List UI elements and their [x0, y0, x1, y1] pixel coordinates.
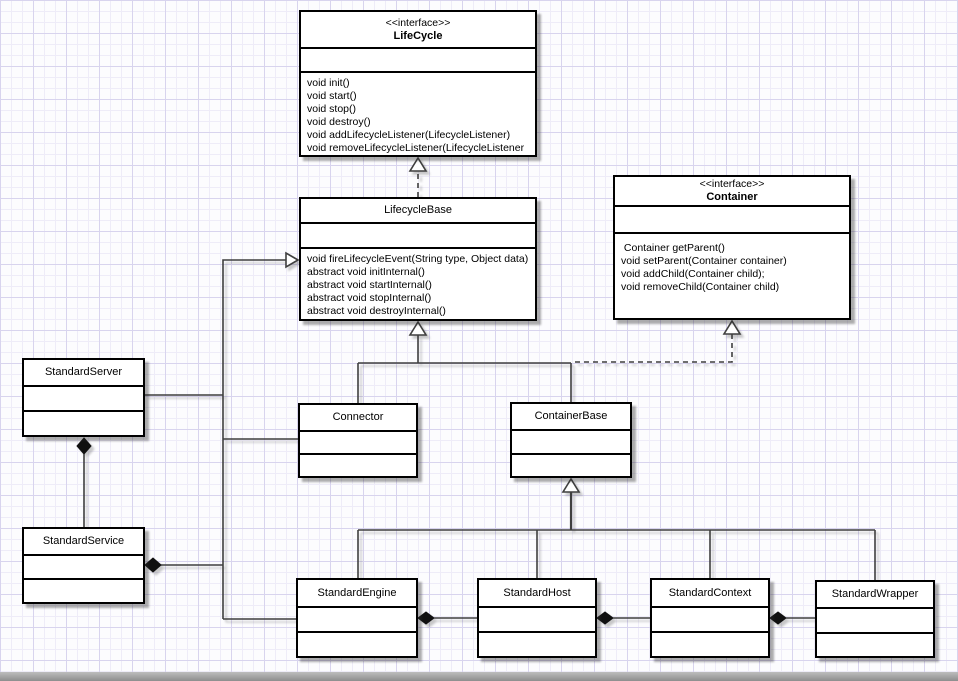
- method-line: void stop(): [307, 103, 357, 115]
- method-line: void removeLifecycleListener(LifecycleLi…: [307, 142, 525, 154]
- realization-containerbase-to-container: [575, 319, 742, 363]
- methods-compartment: void fireLifecycleEvent(String type, Obj…: [301, 249, 535, 319]
- method-line: void setParent(Container container): [621, 255, 787, 267]
- attributes-compartment: [24, 556, 143, 578]
- methods-compartment: [512, 452, 630, 477]
- window-bottom-edge: [0, 672, 958, 681]
- attributes-compartment: [301, 49, 535, 73]
- attributes-compartment: [615, 207, 849, 234]
- class-title: StandardServer: [24, 360, 143, 387]
- attributes-compartment: [512, 431, 630, 453]
- class-name-label: ContainerBase: [534, 410, 608, 422]
- method-line: void addChild(Container child);: [621, 268, 765, 280]
- generalization-left-bus-to-lifecyclebase: [144, 251, 300, 620]
- class-title: StandardEngine: [298, 580, 416, 608]
- class-title: <<interface>> Container: [615, 177, 849, 207]
- class-name-label: LifecycleBase: [384, 204, 452, 216]
- class-standardhost[interactable]: StandardHost: [477, 578, 597, 658]
- generalization-connector-containerbase-to-lifecyclebase: [357, 320, 572, 403]
- class-title: StandardService: [24, 529, 143, 556]
- attributes-compartment: [652, 608, 768, 631]
- class-container[interactable]: <<interface>> Container Container getPar…: [613, 175, 851, 320]
- methods-compartment: [298, 631, 416, 656]
- class-title: LifecycleBase: [301, 199, 535, 224]
- methods-compartment: [300, 453, 416, 476]
- attributes-compartment: [24, 387, 143, 410]
- method-line: abstract void initInternal(): [307, 266, 425, 278]
- class-standardcontext[interactable]: StandardContext: [650, 578, 770, 658]
- class-name-label: StandardEngine: [317, 586, 397, 599]
- class-standardservice[interactable]: StandardService: [22, 527, 145, 604]
- class-connector[interactable]: Connector: [298, 403, 418, 478]
- attributes-compartment: [301, 224, 535, 249]
- class-name-label: StandardContext: [668, 586, 752, 599]
- method-line: void addLifecycleListener(LifecycleListe…: [307, 129, 511, 141]
- class-title: ContainerBase: [512, 404, 630, 431]
- composition-standardserver-standardservice: [76, 437, 92, 527]
- class-name-label: Connector: [332, 411, 384, 423]
- attributes-compartment: [300, 432, 416, 453]
- class-title: StandardWrapper: [817, 582, 933, 609]
- methods-compartment: void init() void start() void stop() voi…: [301, 73, 535, 155]
- class-standardwrapper[interactable]: StandardWrapper: [815, 580, 935, 658]
- method-line: void fireLifecycleEvent(String type, Obj…: [307, 253, 529, 265]
- stereotype-label: <<interface>>: [699, 178, 765, 190]
- class-name-label: Container: [706, 191, 758, 203]
- stereotype-label: <<interface>>: [385, 16, 451, 29]
- realization-lifecyclebase-to-lifecycle: [408, 156, 428, 197]
- attributes-compartment: [479, 608, 595, 631]
- method-line: abstract void startInternal(): [307, 279, 432, 291]
- methods-compartment: [652, 631, 768, 656]
- method-line: abstract void destroyInternal(): [307, 305, 446, 317]
- class-lifecyclebase[interactable]: LifecycleBase void fireLifecycleEvent(St…: [299, 197, 537, 321]
- method-line: void start(): [307, 90, 357, 102]
- class-name-label: StandardHost: [503, 586, 571, 599]
- method-line: Container getParent(): [621, 242, 725, 254]
- class-standardserver[interactable]: StandardServer: [22, 358, 145, 437]
- class-title: StandardContext: [652, 580, 768, 608]
- method-line: void init(): [307, 77, 350, 89]
- methods-compartment: [479, 631, 595, 656]
- method-line: void destroy(): [307, 116, 371, 128]
- class-standardengine[interactable]: StandardEngine: [296, 578, 418, 658]
- method-line: abstract void stopInternal(): [307, 292, 432, 304]
- methods-compartment: [817, 631, 933, 657]
- method-line: void removeChild(Container child): [621, 281, 780, 293]
- class-containerbase[interactable]: ContainerBase: [510, 402, 632, 478]
- methods-compartment: [24, 410, 143, 435]
- attributes-compartment: [817, 609, 933, 632]
- class-name-label: StandardServer: [44, 366, 123, 378]
- class-name-label: StandardService: [42, 535, 125, 547]
- methods-compartment: [24, 578, 143, 602]
- composition-diamond-standardservice: [144, 557, 162, 573]
- class-title: <<interface>> LifeCycle: [301, 12, 535, 49]
- class-title: StandardHost: [479, 580, 595, 608]
- class-lifecycle[interactable]: <<interface>> LifeCycle void init() void…: [299, 10, 537, 157]
- methods-compartment: Container getParent() void setParent(Con…: [615, 234, 849, 318]
- class-name-label: StandardWrapper: [831, 588, 919, 600]
- generalization-bottom-row-to-containerbase: [357, 477, 876, 580]
- attributes-compartment: [298, 608, 416, 631]
- class-name-label: LifeCycle: [393, 29, 443, 42]
- class-title: Connector: [300, 405, 416, 432]
